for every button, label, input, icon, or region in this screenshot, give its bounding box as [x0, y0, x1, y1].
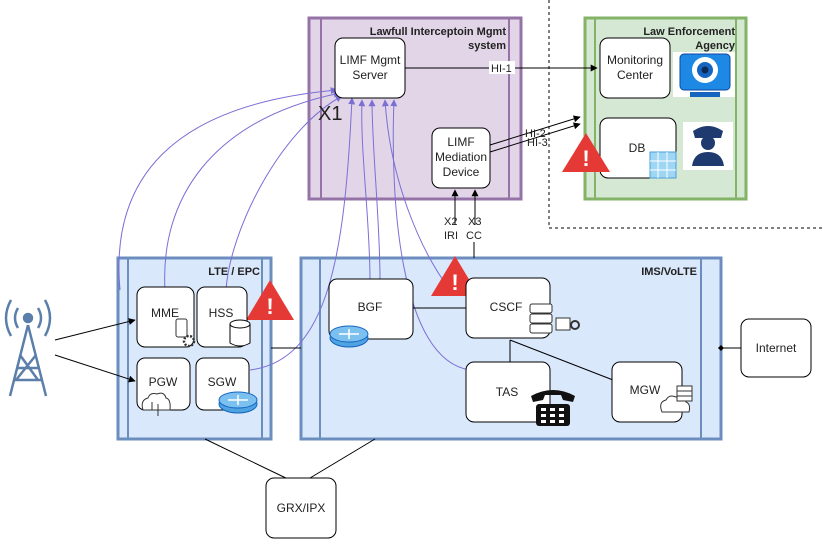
- router-icon-sgw: [218, 391, 258, 414]
- database-cylinder-icon: [229, 319, 251, 347]
- mgw-node[interactable]: MGW: [611, 361, 683, 423]
- x3-label: X3: [468, 216, 481, 228]
- limf-system-title-line2: system: [468, 40, 506, 52]
- limf-mgmt-server-node[interactable]: LIMF Mgmt Server: [334, 37, 406, 99]
- hi3-label: HI-3: [527, 137, 548, 149]
- svg-text:!: !: [266, 294, 273, 319]
- database-cube-icon: [649, 151, 677, 179]
- server-stack-icon: [529, 303, 580, 334]
- telephone-icon: [531, 390, 575, 426]
- warning-icon-lea: !: [562, 133, 610, 172]
- limf-mediation-label-line2: Mediation: [435, 150, 487, 164]
- mgw-label: MGW: [630, 383, 661, 397]
- bgf-node[interactable]: BGF: [328, 278, 414, 340]
- x1-links: [118, 87, 471, 371]
- svg-text:!: !: [582, 146, 589, 171]
- tas-label: TAS: [496, 385, 518, 399]
- warning-icon-lte: !: [246, 280, 294, 320]
- limf-mgmt-server-label: LIMF Mgmt: [340, 53, 401, 67]
- limf-mgmt-server-label-line2: Server: [352, 68, 387, 82]
- hi2-label: HI-2: [525, 128, 546, 140]
- router-icon-bgf: [329, 325, 369, 348]
- cloud-transfer-icon: [141, 392, 171, 416]
- limf-mediation-label-line3: Device: [443, 165, 480, 179]
- limf-mediation-label: LIMF: [447, 135, 474, 149]
- hss-label: HSS: [209, 306, 234, 320]
- ims-volte-title: IMS/VoLTE: [641, 266, 697, 278]
- db-label: DB: [629, 141, 646, 155]
- lte-epc-title: LTE / EPC: [208, 266, 260, 278]
- x1-label: X1: [318, 103, 342, 125]
- monitoring-center-node[interactable]: Monitoring Center: [599, 37, 671, 99]
- hi1-label: HI-1: [491, 63, 512, 75]
- cscf-label: CSCF: [490, 300, 523, 314]
- grx-ipx-label: GRX/IPX: [277, 501, 326, 515]
- iri-label: IRI: [444, 230, 458, 242]
- internet-node[interactable]: Internet: [740, 318, 812, 378]
- sgw-label: SGW: [208, 375, 237, 389]
- cc-label: CC: [466, 230, 482, 242]
- webcam-icon: [673, 52, 735, 97]
- svg-text:!: !: [451, 270, 458, 295]
- x2-label: X2: [444, 216, 457, 228]
- phone-gear-icon: [175, 318, 196, 348]
- tas-node[interactable]: TAS: [465, 361, 551, 423]
- monitoring-center-label: Monitoring: [607, 53, 663, 67]
- cloud-server-icon: [660, 385, 693, 413]
- police-officer-icon: [683, 122, 733, 170]
- limf-mediation-node[interactable]: LIMF Mediation Device: [431, 127, 491, 189]
- monitoring-center-label-line2: Center: [617, 68, 653, 82]
- law-enforcement-title: Law Enforcement: [643, 26, 735, 38]
- grx-ipx-node[interactable]: GRX/IPX: [265, 477, 337, 539]
- pgw-label: PGW: [149, 375, 178, 389]
- bgf-label: BGF: [358, 300, 383, 314]
- internet-label: Internet: [756, 341, 797, 355]
- cscf-node[interactable]: CSCF: [465, 277, 551, 339]
- law-enforcement-title-line2: Agency: [695, 40, 736, 52]
- mme-label: MME: [151, 306, 179, 320]
- cell-tower-icon: [4, 299, 52, 397]
- limf-system-title: Lawfull Interceptoin Mgmt: [370, 26, 507, 38]
